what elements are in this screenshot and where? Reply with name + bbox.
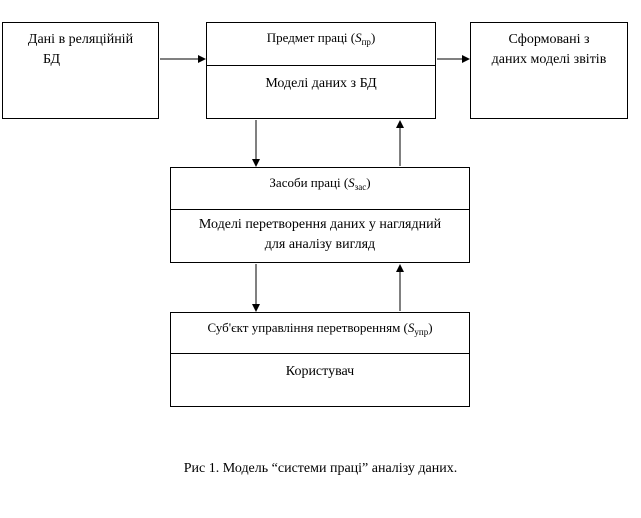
control-subject-title-prefix: Суб'єкт управління перетворенням ( [207,320,408,335]
subject-of-labor-title-suffix: ) [370,30,376,45]
subject-of-labor-title-prefix: Предмет праці ( [266,30,356,45]
means-of-labor-title-suffix: ) [366,175,371,190]
means-of-labor-title: Засоби праці (Sзас) [171,173,469,197]
reports-label-line1: Сформовані з [508,32,590,47]
control-subject-subscript: упр [414,327,429,337]
control-subject-divider [171,353,469,354]
subject-of-labor-divider [207,65,435,66]
reports-label-line2: даних моделі звітів [491,52,607,67]
figure-caption: Рис 1. Модель “системи праці” аналізу да… [183,461,458,476]
subject-of-labor-body: Моделі даних з БД [265,76,377,91]
means-of-labor-symbol: S [348,175,355,190]
relational-db-label-line2: БД [43,52,61,67]
relational-db-box: Дані в реляційній БД [2,22,159,119]
reports-box: Сформовані з даних моделі звітів [470,22,628,119]
means-of-labor-body-line1: Моделі перетворення даних у наглядний [198,217,442,232]
subject-of-labor-subscript: пр [361,37,371,47]
subject-of-labor-box: Предмет праці (Sпр) Моделі даних з БД [206,22,436,119]
control-subject-title-suffix: ) [428,320,433,335]
subject-of-labor-title: Предмет праці (Sпр) [207,28,435,52]
control-subject-symbol: S [407,320,415,335]
control-subject-title: Суб'єкт управління перетворенням (Sупр) [171,318,469,342]
subject-of-labor-symbol: S [355,30,362,45]
means-of-labor-body-line2: для аналізу вигляд [264,237,376,252]
means-of-labor-divider [171,209,469,210]
means-of-labor-box: Засоби праці (Sзас) Моделі перетворення … [170,167,470,263]
relational-db-label-line1: Дані в реляційній [27,32,134,47]
control-subject-body: Користувач [285,364,355,379]
means-of-labor-subscript: зас [354,182,367,192]
means-of-labor-title-prefix: Засоби праці ( [269,175,349,190]
control-subject-box: Суб'єкт управління перетворенням (Sупр) … [170,312,470,407]
